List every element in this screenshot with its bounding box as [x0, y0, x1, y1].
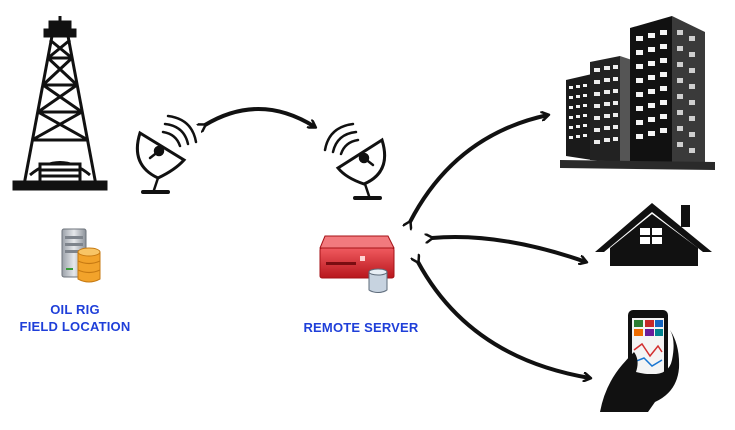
remote-server-label-text: REMOTE SERVER	[303, 320, 419, 335]
link-arrow-building	[410, 115, 548, 222]
house-icon	[595, 203, 712, 266]
satellite-link-arrow	[205, 107, 315, 127]
oil-rig-label-line2: FIELD LOCATION	[19, 319, 131, 334]
oil-derrick-icon	[12, 16, 108, 191]
office-building-icon	[560, 16, 715, 170]
link-arrow-house	[432, 237, 586, 262]
smartphone-hand-icon	[600, 310, 680, 412]
link-arrow-phone	[418, 262, 590, 378]
satellite-dish-icon	[323, 122, 387, 200]
oil-rig-label: OIL RIG FIELD LOCATION	[10, 301, 140, 335]
red-server-icon	[319, 235, 395, 293]
oil-rig-label-line1: OIL RIG	[50, 302, 100, 317]
server-database-icon	[61, 228, 101, 283]
satellite-dish-icon	[135, 114, 198, 194]
remote-server-label: REMOTE SERVER	[286, 319, 436, 336]
